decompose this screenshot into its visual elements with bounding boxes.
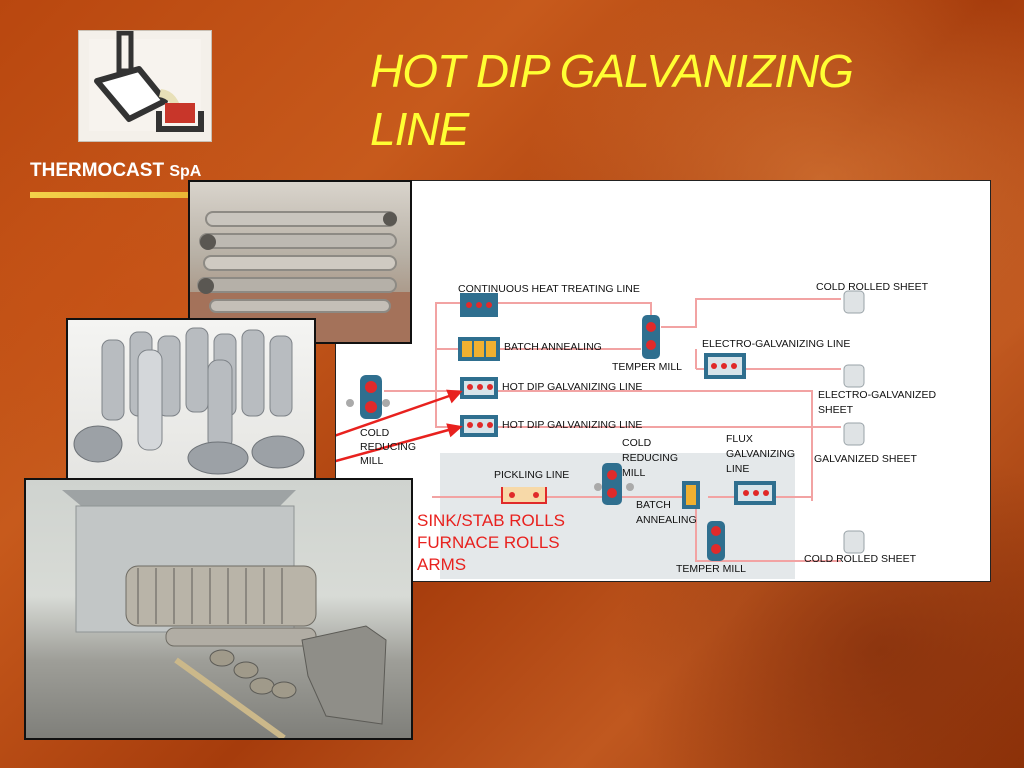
continuous-heat-treating-unit — [460, 293, 498, 317]
label-cold-mid-3: MILL — [622, 467, 646, 479]
brand-suffix: SpA — [169, 163, 202, 180]
label-cold-mid-1: COLD — [622, 437, 652, 449]
electro-galvanizing-unit — [704, 353, 746, 379]
product-furnace-rolls: FURNACE ROLLS — [417, 533, 560, 552]
rolls-and-arms-photo — [24, 478, 413, 740]
slide-title-line-2: LINE — [370, 103, 469, 155]
label-hot-dip-line-2: HOT DIP GALVANIZING LINE — [502, 419, 643, 431]
brand-name-text: THERMOCAST — [30, 160, 165, 181]
pickling-unit — [501, 487, 547, 504]
label-batch-annealing-top: BATCH ANNEALING — [504, 341, 602, 353]
product-sink-stab-rolls: SINK/STAB ROLLS — [417, 511, 566, 530]
batch-annealing-unit-top — [458, 337, 500, 361]
castings-illustration — [73, 327, 305, 475]
label-cold-mid-2: REDUCING — [622, 452, 679, 464]
label-flux-2: GALVANIZING — [726, 448, 796, 460]
label-electro-galvanized-sheet-2: SHEET — [818, 404, 854, 416]
label-pickling-line: PICKLING LINE — [494, 469, 570, 481]
rolls-illustration — [62, 490, 387, 738]
thermocast-logo — [78, 30, 212, 142]
process-flow-diagram: CONTINUOUS HEAT TREATING LINE COLD ROLLE… — [335, 180, 991, 582]
label-cold-rolled-sheet-bottom: COLD ROLLED SHEET — [804, 553, 917, 565]
temper-mill-bottom — [707, 521, 725, 561]
coil-icons — [843, 290, 865, 554]
label-electro-galvanizing-line: ELECTRO-GALVANIZING LINE — [702, 338, 851, 350]
cold-reducing-mill-left — [346, 375, 390, 419]
slide-title-line-1: HOT DIP GALVANIZING — [370, 45, 854, 97]
label-cold-left-2: REDUCING — [360, 441, 417, 453]
brand-underline — [30, 192, 270, 198]
label-galvanized-sheet: GALVANIZED SHEET — [814, 453, 917, 465]
ladle-pour-icon — [89, 30, 204, 132]
label-flux-3: LINE — [726, 463, 750, 475]
pointer-arrows — [336, 389, 463, 463]
temper-mill-top — [642, 315, 660, 359]
label-temper-mill-bottom: TEMPER MILL — [676, 563, 747, 575]
label-cold-rolled-sheet-top: COLD ROLLED SHEET — [816, 281, 929, 293]
hot-dip-unit-2 — [460, 415, 498, 437]
flux-galvanizing-unit — [734, 481, 776, 505]
brand-name: THERMOCAST SpA — [30, 160, 270, 182]
batch-annealing-unit-bottom — [682, 481, 700, 509]
label-electro-galvanized-sheet-1: ELECTRO-GALVANIZED — [818, 389, 937, 401]
label-hot-dip-line-1: HOT DIP GALVANIZING LINE — [502, 381, 643, 393]
process-flow-graphics — [336, 290, 865, 579]
products-list: SINK/STAB ROLLS FURNACE ROLLS ARMS — [417, 510, 565, 576]
product-arms: ARMS — [417, 555, 467, 574]
castings-photo — [66, 318, 316, 482]
label-cold-left-3: MILL — [360, 455, 384, 467]
hot-dip-unit-1 — [460, 377, 498, 399]
cold-reducing-mill-mid — [594, 463, 634, 505]
label-batch-bottom-2: ANNEALING — [636, 514, 697, 526]
label-continuous-heat-treating-line: CONTINUOUS HEAT TREATING LINE — [458, 283, 640, 295]
slide-title: HOT DIP GALVANIZING LINE — [370, 42, 1010, 158]
label-batch-bottom-1: BATCH — [636, 499, 671, 511]
label-temper-mill-top: TEMPER MILL — [612, 361, 683, 373]
label-flux-1: FLUX — [726, 433, 753, 445]
label-cold-left-1: COLD — [360, 427, 390, 439]
